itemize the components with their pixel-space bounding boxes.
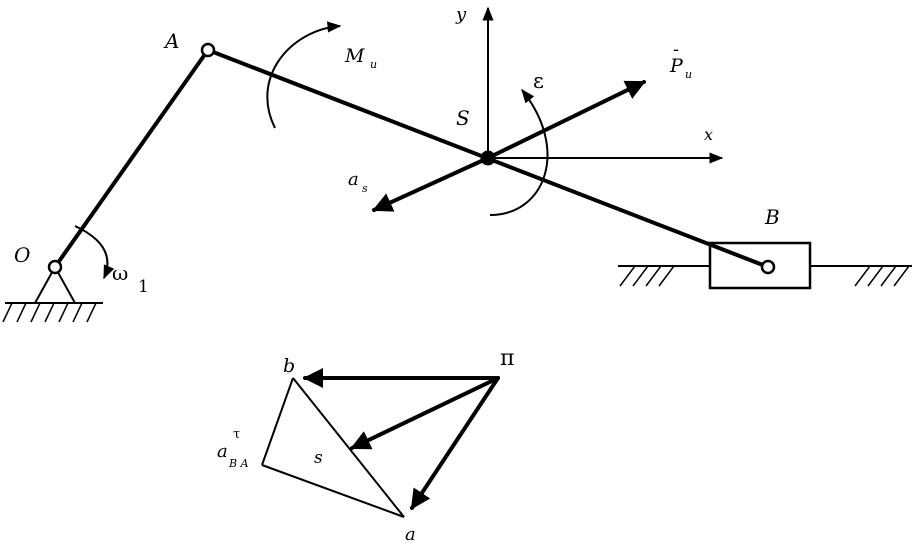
slider-block: [708, 241, 812, 290]
label-epsilon: ε: [533, 69, 544, 93]
label-a: A: [163, 29, 179, 53]
label-as: a: [348, 169, 359, 190]
center-s: [480, 150, 496, 166]
label-aba-sup: τ: [233, 427, 240, 442]
moment-arrow: [266, 21, 342, 129]
label-aba: a: [217, 441, 228, 462]
label-x: x: [704, 125, 713, 144]
label-as-sub: s: [362, 182, 368, 195]
polygon-edge-b-a: [292, 377, 405, 518]
acceleration-polygon: [261, 368, 500, 518]
label-p-sub: u: [685, 68, 692, 81]
label-m-sub: u: [370, 58, 377, 71]
crank-oa: [53, 48, 210, 269]
label-omega-sub: 1: [138, 277, 149, 297]
joint-b: [760, 259, 776, 275]
omega-arrow: [74, 225, 115, 280]
label-poly-a: a: [405, 524, 416, 545]
epsilon-arrow: [489, 88, 549, 216]
label-p-bar: -: [673, 39, 679, 60]
vector-pi-a: [410, 376, 500, 510]
polygon-edge-b-aba: [261, 377, 294, 466]
joint-o: [47, 259, 63, 275]
inertia-force-arrow: [486, 80, 646, 160]
label-poly-s: s: [314, 448, 323, 468]
ground-support-o: [2, 264, 103, 323]
rail-b: [618, 265, 912, 287]
label-aba-sub: B A: [228, 457, 249, 470]
polygon-edge-aba-a: [261, 464, 405, 518]
label-s: S: [456, 106, 470, 130]
label-o: O: [14, 243, 30, 267]
label-y: y: [455, 4, 467, 25]
label-poly-b: b: [283, 355, 295, 377]
label-p: P: [669, 55, 684, 77]
label-m: M: [344, 45, 365, 67]
label-omega: ω: [112, 261, 128, 285]
acceleration-s-arrow: [372, 156, 490, 212]
vector-pi-s: [350, 376, 500, 450]
label-pi: π: [500, 346, 514, 371]
label-b: B: [764, 205, 780, 229]
joint-a: [200, 42, 216, 58]
